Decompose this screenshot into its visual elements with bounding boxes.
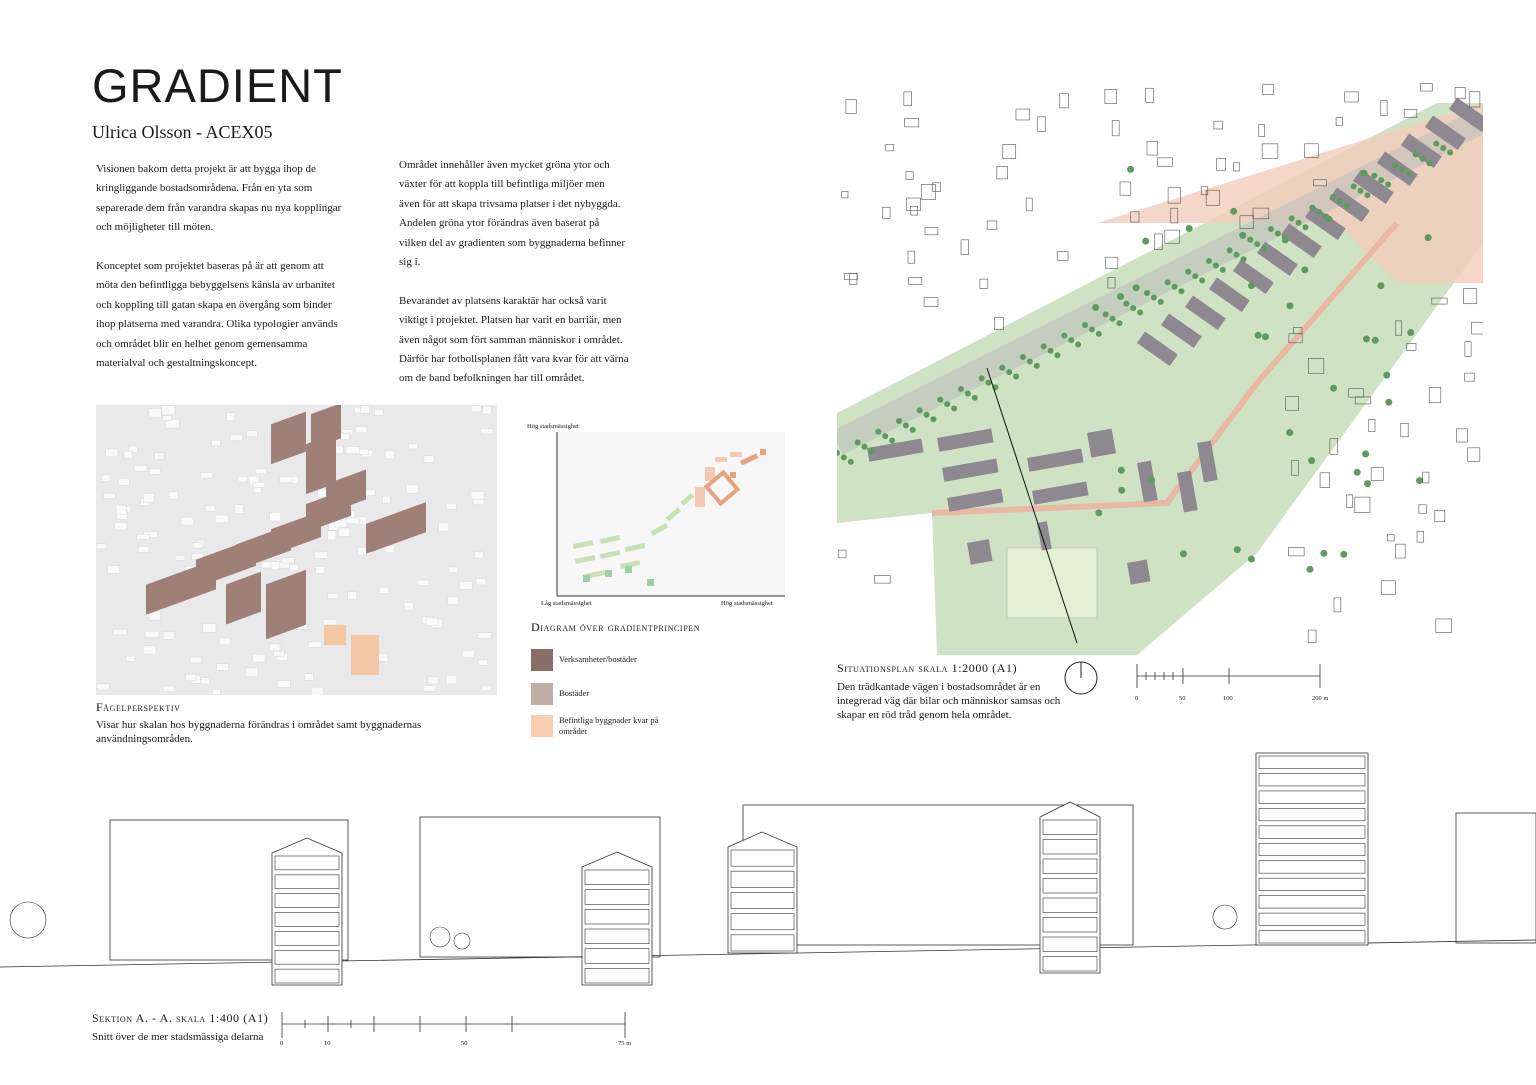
siteplan-caption: Den trädkantade vägen i bostadsområdet ä…	[837, 681, 1061, 721]
poster-title: GRADIENT	[92, 59, 343, 112]
scale-label: 75 m	[618, 1040, 632, 1047]
gradient-diagram	[556, 432, 785, 597]
site-plan	[837, 83, 1483, 655]
scale-label: 50	[461, 1040, 468, 1047]
scale-label: 200 m	[1312, 695, 1329, 702]
north-arrow-icon	[1064, 661, 1098, 695]
section-drawing	[0, 752, 1536, 986]
legend-item: Bostäder	[531, 683, 589, 705]
scale-label: 10	[324, 1040, 331, 1047]
section-scale-bar	[281, 1012, 626, 1038]
section-caption: Snitt över de mer stadsmässiga delarna	[92, 1031, 264, 1043]
legend-item: Verksamheter/bostäder	[531, 649, 637, 671]
intro-text-col2: Området innehåller även mycket gröna yto…	[399, 159, 629, 385]
diagram-x-label-left: Låg stadsmässighet	[541, 600, 592, 607]
scale-label: 0	[1135, 695, 1139, 702]
legend-swatch	[531, 649, 553, 671]
scale-label: 50	[1179, 695, 1186, 702]
diagram-title: Diagram över gradientprincipen	[531, 620, 701, 634]
scale-label: 100	[1223, 695, 1233, 702]
legend-swatch	[531, 683, 553, 705]
author-subtitle: Ulrica Olsson - ACEX05	[92, 122, 273, 142]
intro-text-col1: Visionen bakom detta projekt är att bygg…	[96, 163, 342, 370]
siteplan-title: Situationsplan skala 1:2000 (A1)	[837, 661, 1018, 675]
siteplan-scale-bar	[1136, 664, 1321, 688]
birdseye-caption: Visar hur skalan hos byggnaderna förändr…	[96, 719, 422, 745]
legend-swatch	[531, 715, 553, 737]
birdseye-render	[96, 405, 497, 695]
section-title: Sektion A. - A. skala 1:400 (A1)	[92, 1011, 269, 1025]
legend-item: Befintliga byggnader kvar på området	[531, 715, 659, 737]
scale-label: 0	[280, 1040, 284, 1047]
diagram-x-label-right: Hög stadsmässighet	[721, 600, 773, 607]
diagram-y-label: Hög stadsmässighet	[527, 423, 579, 430]
birdseye-title: Fågelperspektiv	[96, 700, 181, 714]
